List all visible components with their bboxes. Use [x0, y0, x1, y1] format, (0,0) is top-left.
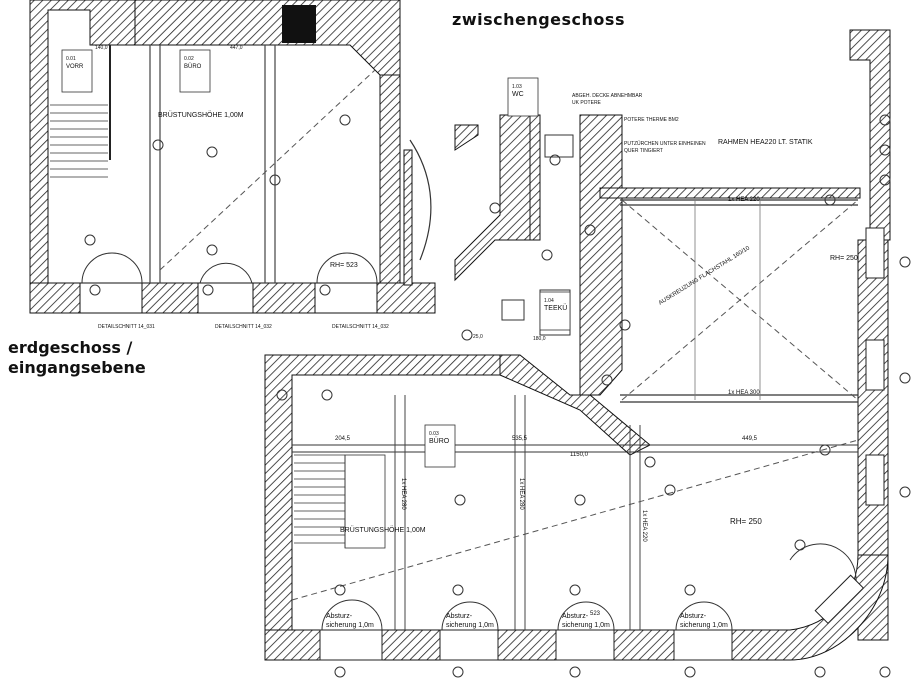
- dim-1150: 1150,0: [570, 452, 589, 458]
- dim-535: 535,5: [512, 436, 528, 442]
- room-stamp-wc: [507, 77, 539, 117]
- dim-1800: 180,0: [533, 336, 546, 342]
- quer-note: QUER TINGIERT: [624, 148, 663, 154]
- heading-erdgeschoss-line2: eingangsebene: [8, 358, 146, 377]
- hea220-top-note: 1x HEA 220: [728, 197, 760, 203]
- rahmen-note: RAHMEN HEA220 LT. STATIK: [718, 139, 813, 146]
- sink: [501, 299, 525, 321]
- window-swings-lower: [321, 543, 857, 631]
- window-markers: [879, 114, 911, 498]
- dim-523: 523: [590, 611, 601, 617]
- schnitt-label-3: DETAILSCHNITT 14_032: [332, 324, 389, 330]
- wall: [264, 354, 501, 656]
- room-num-teeku: 1.04: [544, 298, 554, 304]
- dim-4470: 447,0: [230, 45, 243, 51]
- light-markers: [461, 154, 836, 468]
- room-name-wc: WC: [512, 91, 524, 98]
- door-swing: [199, 262, 253, 284]
- schnitt-label-2: DETAILSCHNITT 14_032: [215, 324, 272, 330]
- windows-right: [865, 227, 885, 506]
- wall: [599, 187, 861, 199]
- window-opening: [197, 282, 254, 314]
- absturz-label-1b: sicherung 1,0m: [326, 622, 374, 629]
- dim-2500: 25,0: [473, 334, 483, 340]
- putz-note: PUTZÜRCHEN UNTER EINHEINEN: [624, 140, 706, 147]
- absturz-label-2a: Absturz-: [446, 613, 473, 620]
- heading-erdgeschoss: erdgeschoss / eingangsebene: [8, 338, 146, 378]
- rh-lower-note: RH= 250: [730, 517, 762, 526]
- therme-note: POTERE THERME BM2: [624, 117, 679, 123]
- dim-1400: 140,0: [95, 45, 108, 51]
- cross-brace: [621, 199, 859, 401]
- heading-zwischengeschoss: zwischengeschoss: [452, 10, 625, 29]
- wall: [29, 0, 136, 286]
- diagonal-brace: [291, 439, 859, 601]
- dim-4495: 449,5: [742, 436, 758, 442]
- rh-right-note: RH= 250: [830, 255, 858, 262]
- chimney-block: [282, 5, 316, 43]
- hea-vertical-3: 1x HEA 220: [641, 510, 647, 542]
- room-stamp-buro-upper: [179, 49, 211, 93]
- vertical-beams: [394, 395, 641, 630]
- absturz-label-3a: Absturz-: [562, 613, 589, 620]
- heading-erdgeschoss-line1: erdgeschoss /: [8, 338, 133, 357]
- potere-note: UK POTERE: [572, 100, 602, 106]
- hea-vertical-1: 1x HEA 280: [400, 478, 406, 510]
- absturz-label-4b: sicherung 1,0m: [680, 622, 728, 629]
- diagonal-brace: [159, 69, 376, 271]
- wall: [579, 114, 623, 396]
- wall: [849, 29, 891, 241]
- schnitt-label-1: DETAILSCHNITT 14_031: [98, 324, 155, 330]
- dim-2045: 204,5: [335, 436, 351, 442]
- wall: [379, 74, 401, 286]
- lower-plan: [264, 354, 891, 678]
- absturz-label-3b: sicherung 1,0m: [562, 622, 610, 629]
- window-openings-lower: [319, 629, 733, 661]
- light-markers: [276, 389, 891, 678]
- room-num-buro-upper: 0.02: [184, 56, 194, 62]
- staircase: [50, 104, 108, 178]
- stair-curve: [409, 139, 432, 261]
- absturz-label-2b: sicherung 1,0m: [446, 622, 494, 629]
- wall: [454, 124, 479, 151]
- brustung-lower-note: BRÜSTUNGSHÖHE 1,00M: [340, 526, 426, 534]
- room-num-wc: 1.03: [512, 84, 522, 90]
- window-opening: [79, 282, 143, 314]
- hea-vertical-2: 1x HEA 280: [518, 478, 524, 510]
- brustung-upper-note: BRÜSTUNGSHÖHE 1,00M: [158, 111, 244, 119]
- room-stamp-buro-lower: [424, 424, 456, 468]
- room-name-buro-lower: BÜRO: [429, 437, 450, 445]
- door-swing: [316, 252, 378, 284]
- absturz-label-1a: Absturz-: [326, 613, 353, 620]
- corner-window: [814, 574, 865, 625]
- window-opening: [314, 282, 378, 314]
- wall: [134, 0, 401, 111]
- room-num-buro-lower: 0.03: [429, 431, 439, 437]
- room-name-vorr: VORR: [66, 64, 84, 70]
- hea300-note: 1x HEA 300: [728, 390, 760, 396]
- room-stamp-vorr: [61, 49, 93, 93]
- toilet: [544, 134, 574, 158]
- wall: [529, 114, 541, 241]
- abgeh-decke-note: ABGEH. DECKE ABNEHMBAR: [572, 93, 643, 99]
- room-num-vorr: 0.01: [66, 56, 76, 62]
- room-stamp-teeku: [539, 291, 571, 331]
- upper-left-plan: [29, 0, 436, 314]
- room-name-buro-upper: BÜRO: [184, 63, 202, 70]
- room-name-teeku: TEEKÜ: [544, 304, 567, 312]
- light-markers: [84, 114, 351, 296]
- door-swing: [81, 252, 143, 284]
- staircase-lower: [294, 454, 386, 549]
- absturz-label-4a: Absturz-: [680, 613, 707, 620]
- rh-upper-note: RH= 523: [330, 262, 358, 269]
- wall-fragment: [403, 149, 413, 286]
